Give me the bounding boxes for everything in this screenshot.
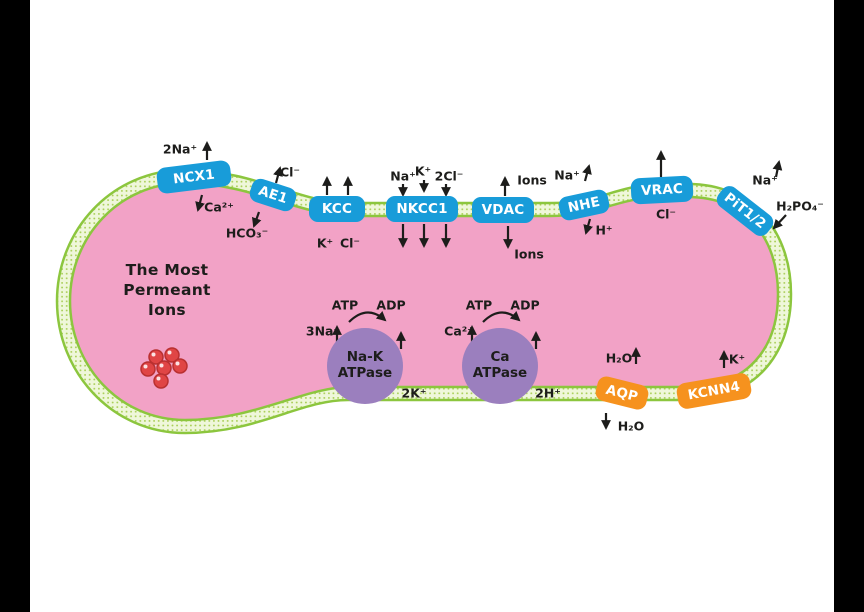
- pump-na-k-atpase-line2: ATPase: [337, 365, 393, 381]
- ion-label-pit-phosphate: H₂PO₄⁻: [776, 198, 824, 214]
- ion-label-nkcc1-cl: 2Cl⁻: [434, 168, 464, 184]
- ion-flow-arrows: [195, 141, 787, 430]
- ion-label-ncx1-in: Ca²⁺: [204, 199, 234, 215]
- ion-label-nak-adp: ADP: [376, 297, 406, 313]
- ion-label-vdac-top: Ions: [517, 172, 547, 188]
- ion-label-ca-adp: ADP: [510, 297, 540, 313]
- transporter-vdac: VDAC: [472, 197, 534, 223]
- letterbox-left: [0, 0, 30, 612]
- ion-label-ae1-out: Cl⁻: [279, 164, 301, 180]
- ion-label-kcc-k: K⁺: [316, 235, 334, 251]
- red-ion-cluster: [140, 347, 188, 389]
- ion-label-ae1-in: HCO₃⁻: [225, 225, 269, 241]
- ion-label-aqp-bottom: H₂O: [617, 418, 645, 434]
- pump-ca-atpase-line2: ATPase: [472, 365, 528, 381]
- letterbox-right: [834, 0, 864, 612]
- ion-label-nkcc1-na: Na⁺: [390, 168, 416, 184]
- ion-label-ca-h: 2H⁺: [535, 385, 561, 401]
- pump-ca-atpase: Ca ATPase: [462, 328, 538, 404]
- ion-label-nak-na: 3Na⁺: [305, 323, 341, 339]
- ion-label-ca-atp: ATP: [465, 297, 493, 313]
- ion-label-ca-ca: Ca²⁺: [444, 323, 474, 339]
- pump-ca-atpase-line1: Ca: [490, 349, 510, 366]
- ion-label-nhe-in: H⁺: [595, 222, 613, 238]
- ion-label-ncx1-out: 2Na⁺: [162, 141, 198, 157]
- cell-title-line1: The Most: [125, 260, 209, 279]
- ion-label-vdac-bottom: Ions: [514, 246, 544, 262]
- transporter-vrac: VRAC: [630, 175, 694, 205]
- ion-label-nak-atp: ATP: [331, 297, 359, 313]
- ion-label-nkcc1-k: K⁺: [414, 163, 432, 179]
- cell-title-line3: Ions: [148, 301, 186, 320]
- transporter-nkcc1: NKCC1: [386, 196, 458, 222]
- pump-na-k-atpase: Na-K ATPase: [327, 328, 403, 404]
- transporter-kcc: KCC: [309, 196, 365, 222]
- ion-label-aqp-top: H₂O: [605, 350, 633, 366]
- cell-title: The Most Permeant Ions: [123, 260, 210, 320]
- cell-title-line2: Permeant: [123, 280, 211, 299]
- ion-label-nak-k: 2K⁺: [401, 385, 427, 401]
- ion-label-nhe-out: Na⁺: [554, 167, 580, 183]
- pump-na-k-atpase-line1: Na-K: [346, 349, 384, 366]
- ion-label-vrac-cl: Cl⁻: [655, 206, 677, 222]
- ion-label-pit-na: Na⁺: [752, 172, 778, 188]
- ion-label-kcc-cl: Cl⁻: [339, 235, 361, 251]
- ion-label-kcnn4-k: K⁺: [728, 351, 746, 367]
